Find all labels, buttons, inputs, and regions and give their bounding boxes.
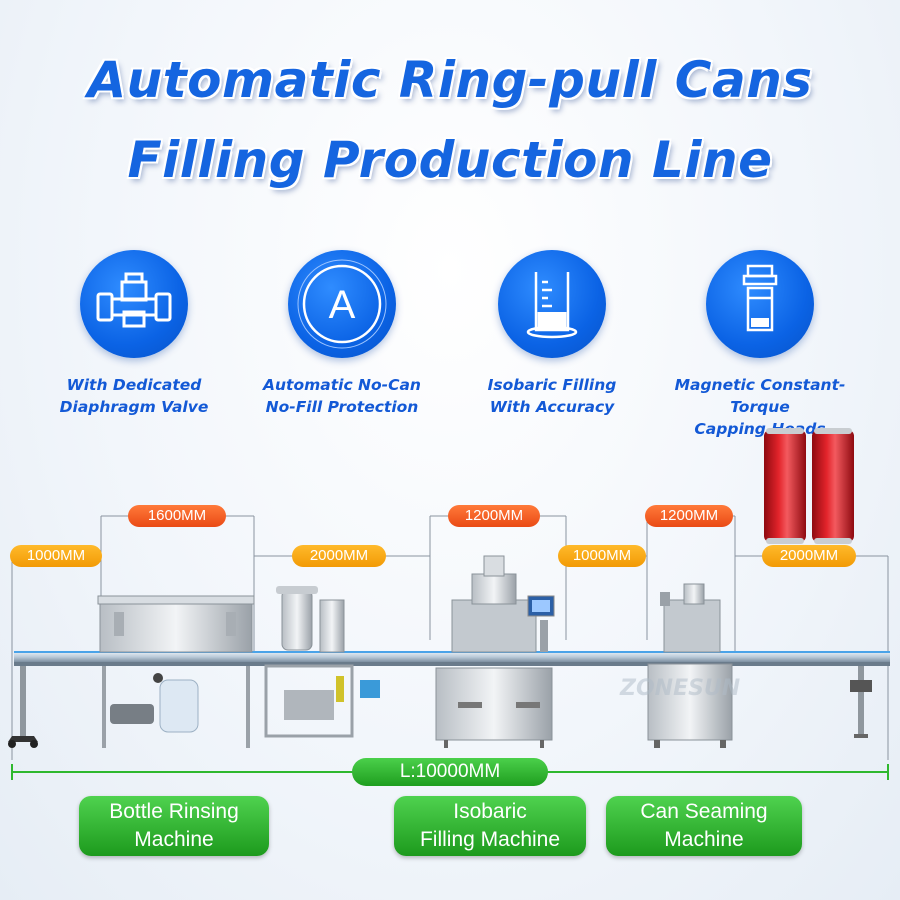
measuring-cup-icon — [498, 250, 606, 358]
dim-seamer-width: 1200MM — [645, 505, 733, 527]
feature-label: Automatic No-Can No-Fill Protection — [263, 376, 421, 416]
svg-text:A: A — [329, 283, 356, 327]
infeed-conveyor-stand — [8, 666, 38, 748]
dim-rinser-to-filler: 2000MM — [292, 545, 386, 567]
dimension-lines — [11, 515, 889, 760]
page-title-line1: Automatic Ring-pull Cans — [87, 51, 813, 109]
feature-label: With Dedicated Diaphragm Valve — [59, 376, 209, 416]
dim-outfeed-conveyor: 2000MM — [762, 545, 856, 567]
filter-tank-unit — [264, 586, 380, 738]
rinsing-machine-body — [97, 595, 255, 748]
label-rinsing-machine: Bottle Rinsing Machine — [79, 796, 269, 856]
feature-capping-heads: Magnetic Constant-Torque Capping Heads — [660, 250, 860, 440]
capping-head-icon — [706, 250, 814, 358]
feature-label: Isobaric Filling With Accuracy — [487, 376, 617, 416]
dim-filler-width: 1200MM — [448, 505, 540, 527]
diaphragm-valve-icon — [80, 250, 188, 358]
isobaric-filler-body — [435, 555, 555, 748]
can-seamer-body — [647, 583, 733, 748]
page-title-line2: Filling Production Line — [127, 131, 773, 189]
label-filling-machine: Isobaric Filling Machine — [394, 796, 586, 856]
feature-isobaric-filling: Isobaric Filling With Accuracy — [452, 250, 652, 418]
outfeed-conveyor-stand — [850, 666, 872, 738]
feature-diaphragm-valve: With Dedicated Diaphragm Valve — [34, 250, 234, 418]
dim-infeed-conveyor: 1000MM — [10, 545, 102, 567]
dim-rinser-width: 1600MM — [128, 505, 226, 527]
label-seaming-machine: Can Seaming Machine — [606, 796, 802, 856]
dim-total-length: L:10000MM — [352, 758, 548, 786]
brand-watermark: ZONESUN — [620, 676, 741, 701]
conveyor-belt — [14, 651, 890, 666]
dim-filler-to-seamer: 1000MM — [558, 545, 646, 567]
red-can-left — [764, 428, 806, 544]
red-can-right — [812, 428, 854, 544]
letter-a-icon: A — [288, 250, 396, 358]
feature-label: Magnetic Constant-Torque Capping Heads — [674, 376, 846, 438]
feature-no-can-no-fill: A Automatic No-Can No-Fill Protection — [242, 250, 442, 418]
